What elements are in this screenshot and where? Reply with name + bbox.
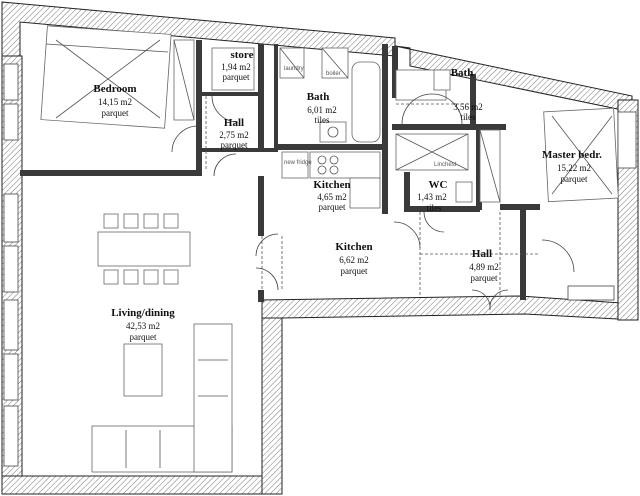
- room-name: Living/dining: [111, 307, 175, 319]
- room-floor: parquet: [223, 72, 250, 82]
- room-floor: parquet: [471, 273, 498, 283]
- coffee-table: [123, 343, 163, 397]
- sofa: [91, 323, 233, 473]
- master-bed: [543, 107, 619, 203]
- laundry-label: laundry: [284, 66, 304, 72]
- room-area: 42,53 m2: [126, 321, 160, 331]
- room-floor: parquet: [341, 266, 368, 276]
- window-master-top: [617, 111, 637, 169]
- room-floor: parquet: [130, 332, 157, 342]
- room-area: 1,43 m2: [417, 192, 447, 202]
- room-floor: parquet: [221, 140, 248, 150]
- boiler-label: boiler: [326, 71, 341, 77]
- room-area: 3,56 m2: [453, 102, 483, 112]
- fridge-label: new fridge: [284, 160, 312, 166]
- room-name: WC: [429, 179, 448, 191]
- room-bath-1: Bath 6,01 m2 tiles: [307, 91, 337, 125]
- dining-table: [97, 213, 191, 285]
- room-name: Bedroom: [93, 83, 136, 95]
- room-name: Master bedr.: [542, 149, 602, 161]
- room-area: 4,89 m2: [469, 262, 499, 272]
- room-hall-2: Hall 4,89 m2 parquet: [469, 248, 499, 283]
- room-bath-2: Bath 3,56 m2 tiles: [451, 67, 483, 122]
- door-swings: [171, 93, 575, 311]
- room-name: Kitchen: [313, 179, 350, 191]
- room-floor: tiles: [427, 203, 442, 213]
- bathtub: [351, 61, 381, 143]
- room-area: 14,15 m2: [98, 97, 132, 107]
- linen-label: Linchest: [434, 162, 457, 168]
- room-name: Hall: [472, 248, 492, 260]
- room-bedroom: Bedroom 14,15 m2 parquet: [93, 83, 136, 118]
- bed: [40, 25, 172, 129]
- room-floor: parquet: [319, 202, 346, 212]
- room-kitchen-1: Kitchen 4,65 m2 parquet: [313, 179, 350, 212]
- room-living-dining: Living/dining 42,53 m2 parquet: [111, 307, 175, 342]
- room-area: 6,62 m2: [339, 255, 369, 265]
- room-floor: tiles: [315, 115, 330, 125]
- room-name: store: [230, 49, 253, 61]
- sink-bath1: [319, 121, 347, 143]
- toilet-bath2: [433, 69, 451, 91]
- room-area: 6,01 m2: [307, 105, 337, 115]
- room-name: Bath: [451, 67, 474, 79]
- toilet-wc: [455, 181, 473, 203]
- room-floor: tiles: [461, 112, 476, 122]
- room-name: Kitchen: [335, 241, 372, 253]
- room-name: Hall: [224, 117, 244, 129]
- shower-store: [211, 47, 255, 91]
- room-area: 15,22 m2: [557, 163, 591, 173]
- room-kitchen-2: Kitchen 6,62 m2 parquet: [335, 241, 372, 276]
- room-area: 2,75 m2: [219, 130, 249, 140]
- room-store: store 1,94 m2 parquet: [221, 49, 253, 82]
- window-master: [567, 285, 615, 301]
- room-wc: WC 1,43 m2 tiles: [417, 179, 447, 213]
- fridge: [281, 151, 309, 179]
- dashed-openings: [205, 96, 540, 296]
- room-floor: parquet: [561, 174, 588, 184]
- room-name: Bath: [307, 91, 330, 103]
- room-area: 1,94 m2: [221, 62, 251, 72]
- windows-left: [3, 63, 19, 467]
- room-master-bedroom: Master bedr. 15,22 m2 parquet: [542, 149, 602, 184]
- room-floor: parquet: [102, 108, 129, 118]
- kitchen-counter-2: [349, 177, 381, 209]
- room-area: 4,65 m2: [317, 192, 347, 202]
- interior-walls: [20, 40, 540, 302]
- room-hall-1: Hall 2,75 m2 parquet: [219, 117, 249, 150]
